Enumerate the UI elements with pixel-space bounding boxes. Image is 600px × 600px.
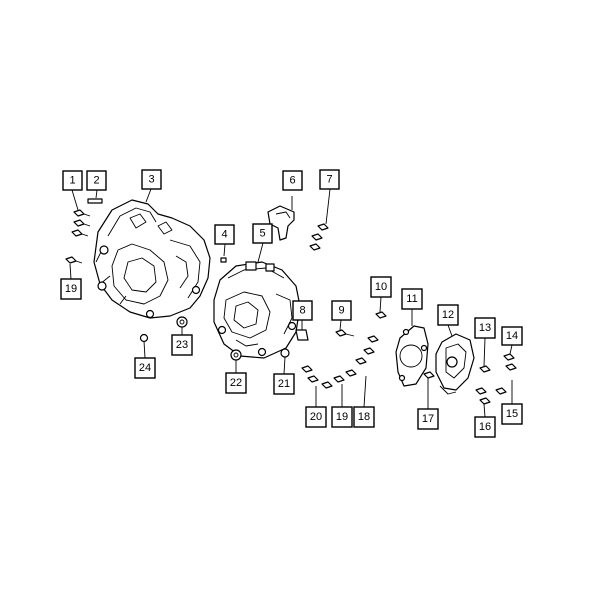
svg-text:7: 7 <box>326 174 332 186</box>
bolt-9 <box>335 329 355 337</box>
svg-text:24: 24 <box>139 362 151 374</box>
callout-23: 23 <box>171 334 193 356</box>
svg-text:23: 23 <box>176 339 188 351</box>
svg-text:13: 13 <box>479 322 491 334</box>
svg-text:12: 12 <box>442 309 454 321</box>
bolt-set-13-16 <box>475 365 507 405</box>
svg-text:22: 22 <box>230 377 242 389</box>
svg-text:9: 9 <box>338 305 344 317</box>
callout-12: 12 <box>437 304 459 326</box>
callout-3: 3 <box>141 169 162 190</box>
callout-14: 14 <box>501 326 523 346</box>
callout-1: 1 <box>62 170 83 191</box>
svg-text:8: 8 <box>299 305 305 317</box>
dowel-pin-part <box>220 257 227 263</box>
svg-text:2: 2 <box>93 175 99 187</box>
callout-13: 13 <box>474 317 496 339</box>
svg-text:20: 20 <box>310 411 322 423</box>
plug-24 <box>139 333 149 343</box>
svg-text:6: 6 <box>289 175 295 187</box>
callout-2: 2 <box>86 170 107 191</box>
bolt-set-19-20 <box>301 365 345 389</box>
callout-8: 8 <box>292 300 313 321</box>
callout-22: 22 <box>225 372 247 394</box>
callout-5: 5 <box>252 223 273 244</box>
seal-23 <box>176 316 188 328</box>
callout-17: 17 <box>417 408 439 430</box>
callout-24: 24 <box>134 357 156 379</box>
svg-text:19: 19 <box>65 283 77 295</box>
plug-21 <box>280 348 290 358</box>
leader-lines <box>69 188 513 418</box>
sleeve-part <box>295 329 309 341</box>
nut-17 <box>423 371 435 379</box>
callout-21: 21 <box>273 373 295 395</box>
bolt-set-7 <box>309 223 329 251</box>
callout-6: 6 <box>282 170 303 191</box>
svg-text:5: 5 <box>259 228 265 240</box>
callout-7: 7 <box>319 169 340 190</box>
bolt-set-18 <box>345 335 379 377</box>
adapter-plate-part <box>395 325 429 387</box>
svg-text:3: 3 <box>148 174 154 186</box>
bolt-set-14 <box>503 353 517 371</box>
svg-text:14: 14 <box>506 330 518 342</box>
seal-22 <box>230 349 242 361</box>
callout-10: 10 <box>370 276 392 298</box>
bolt-set-left <box>65 209 91 264</box>
bolt-10 <box>375 311 387 319</box>
callout-16: 16 <box>474 416 496 438</box>
svg-text:11: 11 <box>406 293 417 305</box>
svg-text:10: 10 <box>375 281 387 293</box>
callout-4: 4 <box>214 224 235 245</box>
svg-text:16: 16 <box>479 421 491 433</box>
pin-part <box>87 198 103 204</box>
shift-bracket-part <box>267 196 295 241</box>
svg-text:19: 19 <box>336 411 348 423</box>
extension-housing-part <box>435 333 475 395</box>
callout-19-left: 19 <box>60 278 82 300</box>
bell-housing-part <box>93 199 211 319</box>
callout-18: 18 <box>353 406 375 428</box>
callout-19-center: 19 <box>331 406 353 428</box>
callout-9: 9 <box>331 300 352 321</box>
svg-text:17: 17 <box>422 413 434 425</box>
callout-20: 20 <box>305 406 327 428</box>
callout-15: 15 <box>501 403 523 425</box>
callout-11: 11 <box>401 288 423 310</box>
transmission-case-part <box>213 261 301 359</box>
svg-text:15: 15 <box>506 408 518 420</box>
svg-text:21: 21 <box>278 378 290 390</box>
svg-text:18: 18 <box>358 411 370 423</box>
svg-text:1: 1 <box>69 175 75 187</box>
svg-text:4: 4 <box>221 229 227 241</box>
